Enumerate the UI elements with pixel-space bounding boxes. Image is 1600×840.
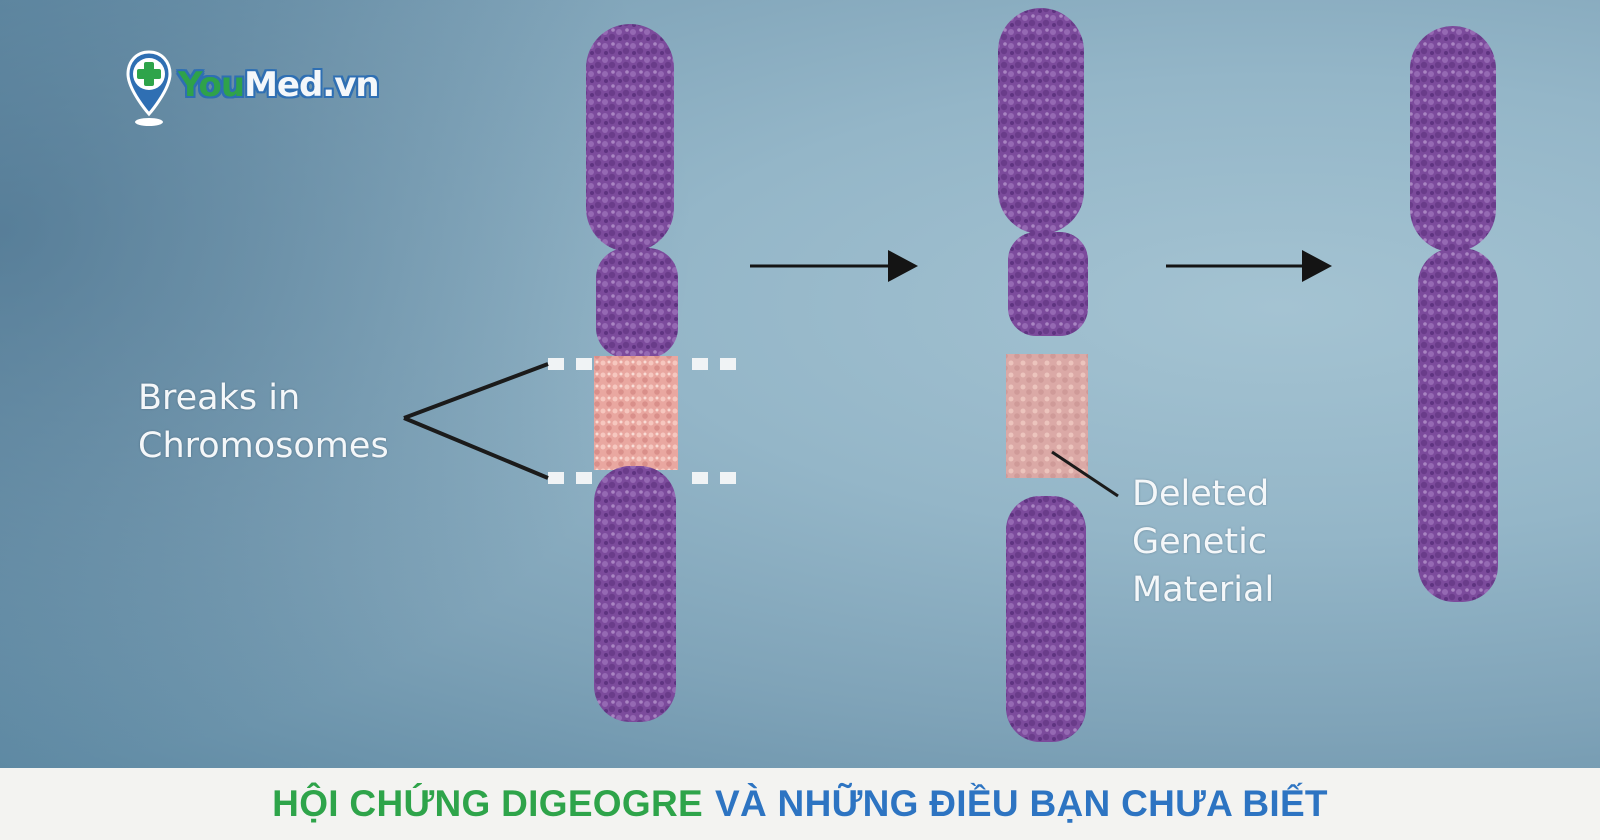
deleted-genetic-material <box>1006 354 1088 478</box>
title-banner: HỘI CHỨNG DIGEOGRE VÀ NHỮNG ĐIỀU BẠN CHƯ… <box>0 768 1600 840</box>
medical-cross-pin-icon <box>126 50 172 126</box>
arrow-icon <box>1166 250 1332 282</box>
breaks-label-line-1: Breaks in <box>138 378 301 418</box>
breaks-label: Breaks in Chromosomes <box>138 374 389 470</box>
deleted-label-line-1: Deleted <box>1132 474 1270 514</box>
chromosome-result <box>1410 26 1498 602</box>
chromosome-diagram <box>403 8 1498 742</box>
logo-wordmark: YouMed.vn <box>178 65 380 105</box>
deleted-label-line-2: Genetic <box>1132 522 1268 562</box>
banner-title-green: HỘI CHỨNG DIGEOGRE <box>272 783 703 824</box>
deleted-label-line-3: Material <box>1132 570 1275 610</box>
deleted-pointer <box>1051 450 1119 498</box>
chromosome-original <box>586 24 678 722</box>
breaks-pointer <box>403 362 549 480</box>
deleted-segment <box>594 356 678 470</box>
illustration: YouMed.vn Breaks in Chromosomes Deleted … <box>0 0 1600 768</box>
breaks-label-line-2: Chromosomes <box>138 426 389 466</box>
banner-title-blue: VÀ NHỮNG ĐIỀU BẠN CHƯA BIẾT <box>714 783 1328 824</box>
youmed-logo[interactable]: YouMed.vn <box>126 50 380 128</box>
deleted-label: Deleted Genetic Material <box>1132 470 1274 614</box>
break-lines <box>548 358 736 484</box>
arrow-icon <box>750 250 918 282</box>
chromosome-split <box>998 8 1088 742</box>
